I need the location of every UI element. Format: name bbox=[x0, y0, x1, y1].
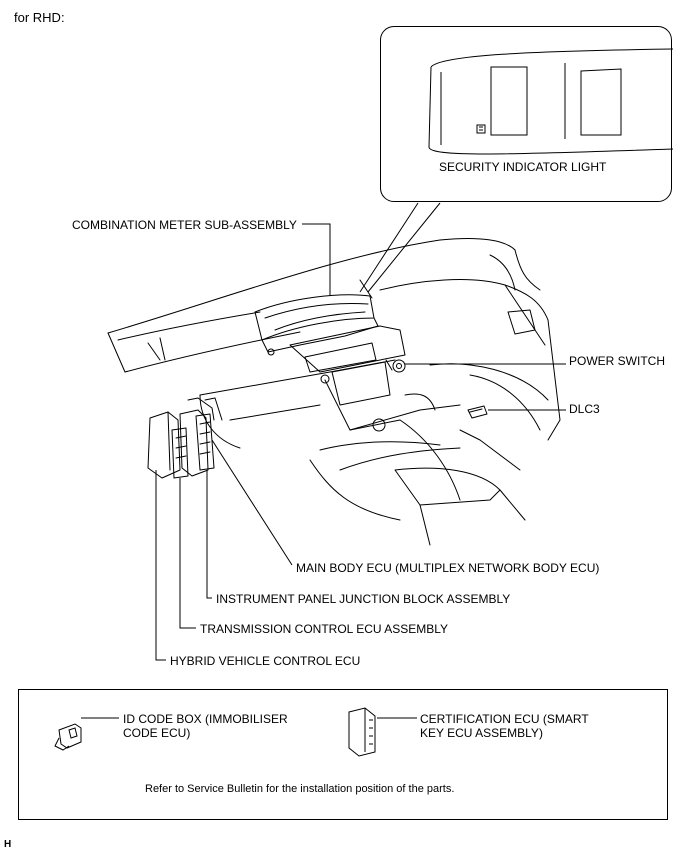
certification-ecu-label-line2: KEY ECU ASSEMBLY) bbox=[420, 726, 543, 740]
power-switch-label: POWER SWITCH bbox=[569, 354, 665, 368]
installation-note: Refer to Service Bulletin for the instal… bbox=[145, 783, 455, 795]
id-code-box-label-line2: CODE ECU) bbox=[123, 726, 191, 740]
certification-ecu-label-line1: CERTIFICATION ECU (SMART bbox=[420, 712, 589, 726]
combination-meter-label: COMBINATION METER SUB-ASSEMBLY bbox=[72, 218, 297, 232]
dlc3-label: DLC3 bbox=[569, 402, 600, 416]
security-indicator-label: SECURITY INDICATOR LIGHT bbox=[439, 160, 607, 174]
figure-code: H bbox=[4, 839, 12, 850]
transmission-ecu-label: TRANSMISSION CONTROL ECU ASSEMBLY bbox=[200, 622, 449, 636]
main-body-ecu-label: MAIN BODY ECU (MULTIPLEX NETWORK BODY EC… bbox=[296, 561, 600, 575]
callout-box: SECURITY INDICATOR LIGHT bbox=[380, 26, 673, 202]
variant-label: for RHD: bbox=[14, 10, 65, 25]
instrument-cluster-detail bbox=[428, 48, 673, 155]
legend-parts-illustration bbox=[54, 707, 417, 757]
legend-box: ID CODE BOX (IMMOBILISER CODE ECU) CERTI… bbox=[18, 689, 668, 820]
instrument-panel-jb-label: INSTRUMENT PANEL JUNCTION BLOCK ASSEMBLY bbox=[216, 592, 511, 606]
hybrid-ecu-label: HYBRID VEHICLE CONTROL ECU bbox=[170, 654, 361, 668]
id-code-box-label-line1: ID CODE BOX (IMMOBILISER bbox=[123, 712, 288, 726]
